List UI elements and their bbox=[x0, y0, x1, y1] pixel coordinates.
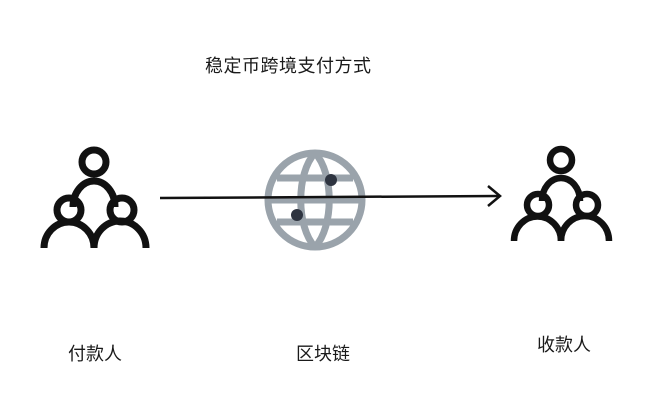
payer-people-icon bbox=[38, 142, 156, 254]
blockchain-label: 区块链 bbox=[296, 344, 350, 365]
flow-arrow bbox=[158, 184, 506, 208]
payer-label: 付款人 bbox=[68, 344, 122, 365]
blockchain-globe-icon bbox=[263, 148, 367, 252]
payee-people-icon bbox=[509, 143, 615, 245]
diagram-title: 稳定币跨境支付方式 bbox=[205, 56, 372, 77]
payee-label: 收款人 bbox=[537, 335, 591, 356]
